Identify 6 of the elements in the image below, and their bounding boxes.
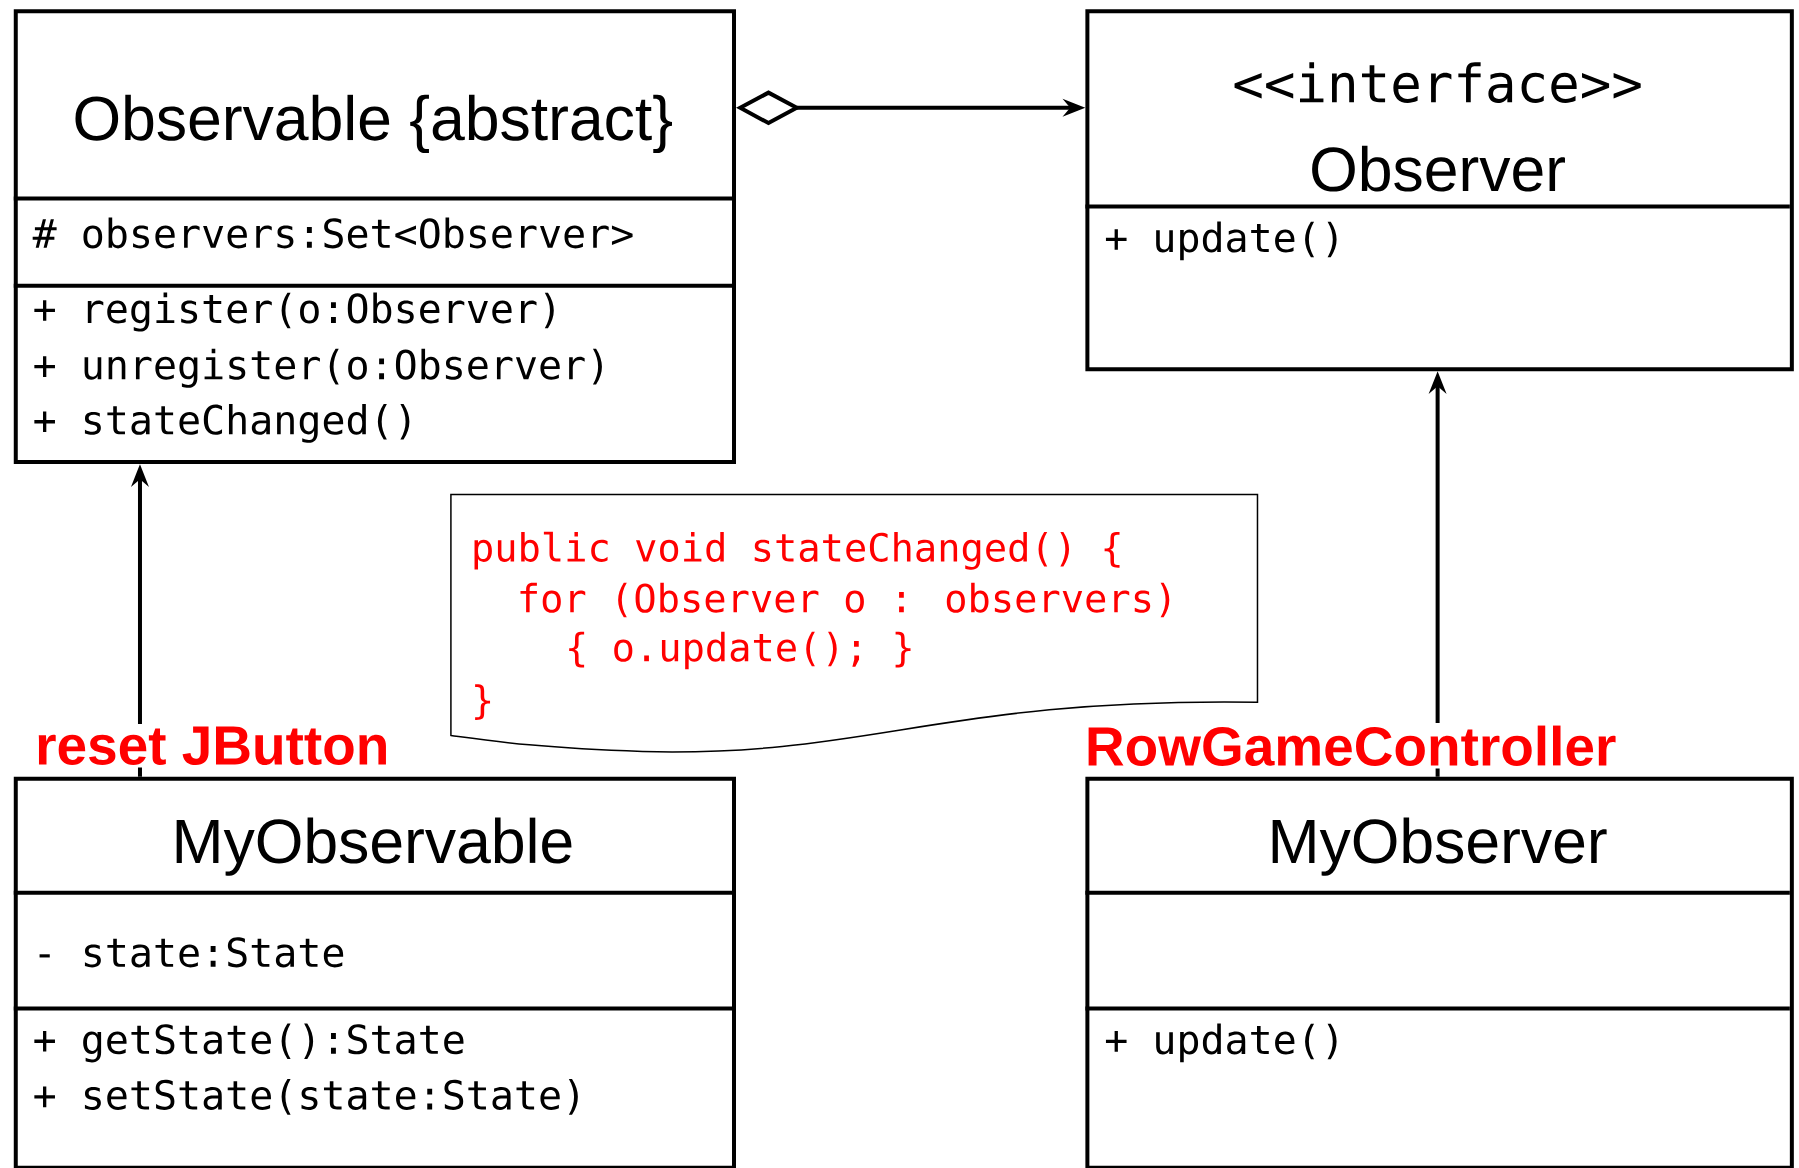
class-box: MyObservable - state:State + getState():State + setState(state:State) bbox=[13, 776, 736, 1168]
class-box: <<interface>> Observer + update() bbox=[1085, 9, 1794, 372]
class-box: Observable {abstract} # observers:Set<Observer> + register(o:Observer) + unregister(o:Observer) + stateChanged() bbox=[13, 9, 736, 465]
instance-label: reset JButton bbox=[32, 724, 392, 768]
class-box: MyObserver + update() bbox=[1085, 776, 1794, 1168]
instance-label: RowGameController bbox=[1082, 723, 1619, 769]
